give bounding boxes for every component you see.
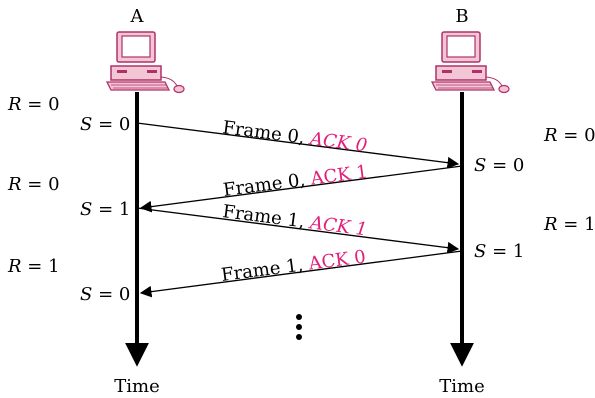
b-s-label-2: S = 1	[474, 241, 524, 262]
message-label-1: Frame 0, ACK 0	[221, 117, 368, 156]
message-label-3: Frame 1, ACK 1	[221, 201, 368, 240]
a-s-label-1: S = 0	[80, 114, 130, 135]
time-label-b: Time	[439, 376, 484, 397]
message-arrow-3	[136, 207, 460, 254]
host-a-label: A	[130, 6, 145, 27]
a-s-label-2: S = 1	[80, 199, 130, 220]
host-a-computer-icon	[106, 31, 185, 94]
left-r-label-3: R = 1	[7, 256, 60, 277]
left-r-label-1: R = 0	[7, 94, 60, 115]
message-arrow-4	[139, 250, 463, 298]
message-label-4: Frame 1, ACK 0	[220, 246, 367, 286]
message-arrow-1	[136, 122, 460, 169]
host-b-computer-icon	[431, 31, 510, 94]
message-arrow-2	[139, 165, 463, 213]
right-r-label-1: R = 0	[543, 125, 595, 146]
time-label-a: Time	[114, 376, 159, 397]
continuation-ellipsis	[296, 314, 302, 340]
host-b-label: B	[455, 6, 468, 27]
right-r-label-2: R = 1	[543, 214, 595, 235]
left-r-label-2: R = 0	[7, 174, 60, 195]
message-label-2: Frame 0, ACK 1	[222, 161, 369, 201]
a-s-label-3: S = 0	[80, 284, 130, 305]
b-s-label-1: S = 0	[474, 155, 524, 176]
